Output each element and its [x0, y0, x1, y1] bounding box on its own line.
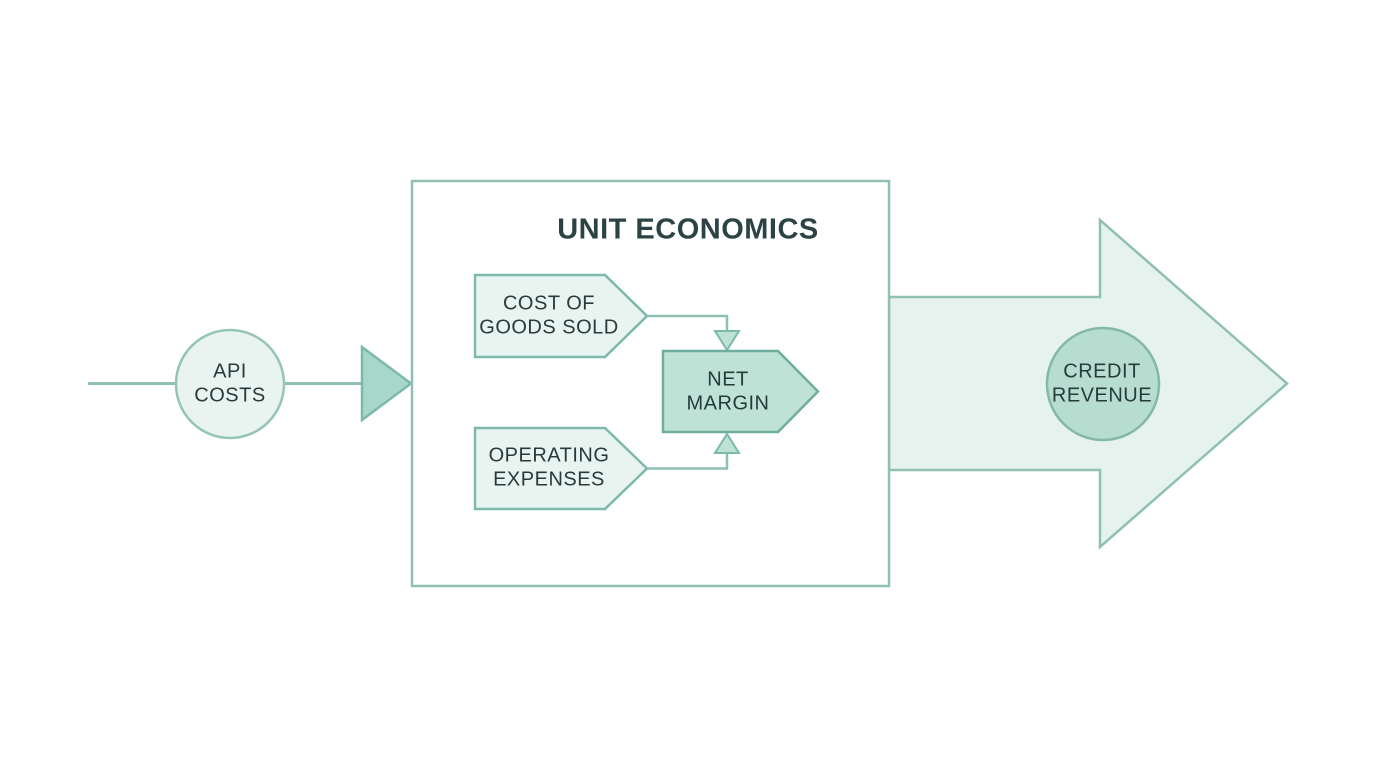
operating-expenses-node: [473, 426, 649, 511]
opex-to-netmargin-connector: [647, 453, 729, 470]
api-costs-node: [174, 328, 286, 440]
net-margin-node: [661, 349, 820, 434]
credit-revenue-node: [1045, 326, 1161, 442]
unit-economics-box: [410, 179, 891, 588]
opex-to-netmargin-arrowhead-icon: [713, 432, 741, 454]
cost-of-goods-sold-node: [473, 273, 649, 359]
api-to-box-arrowhead-icon: [360, 344, 414, 423]
cogs-to-netmargin-connector: [647, 314, 729, 331]
cogs-to-netmargin-arrowhead-icon: [713, 330, 741, 352]
